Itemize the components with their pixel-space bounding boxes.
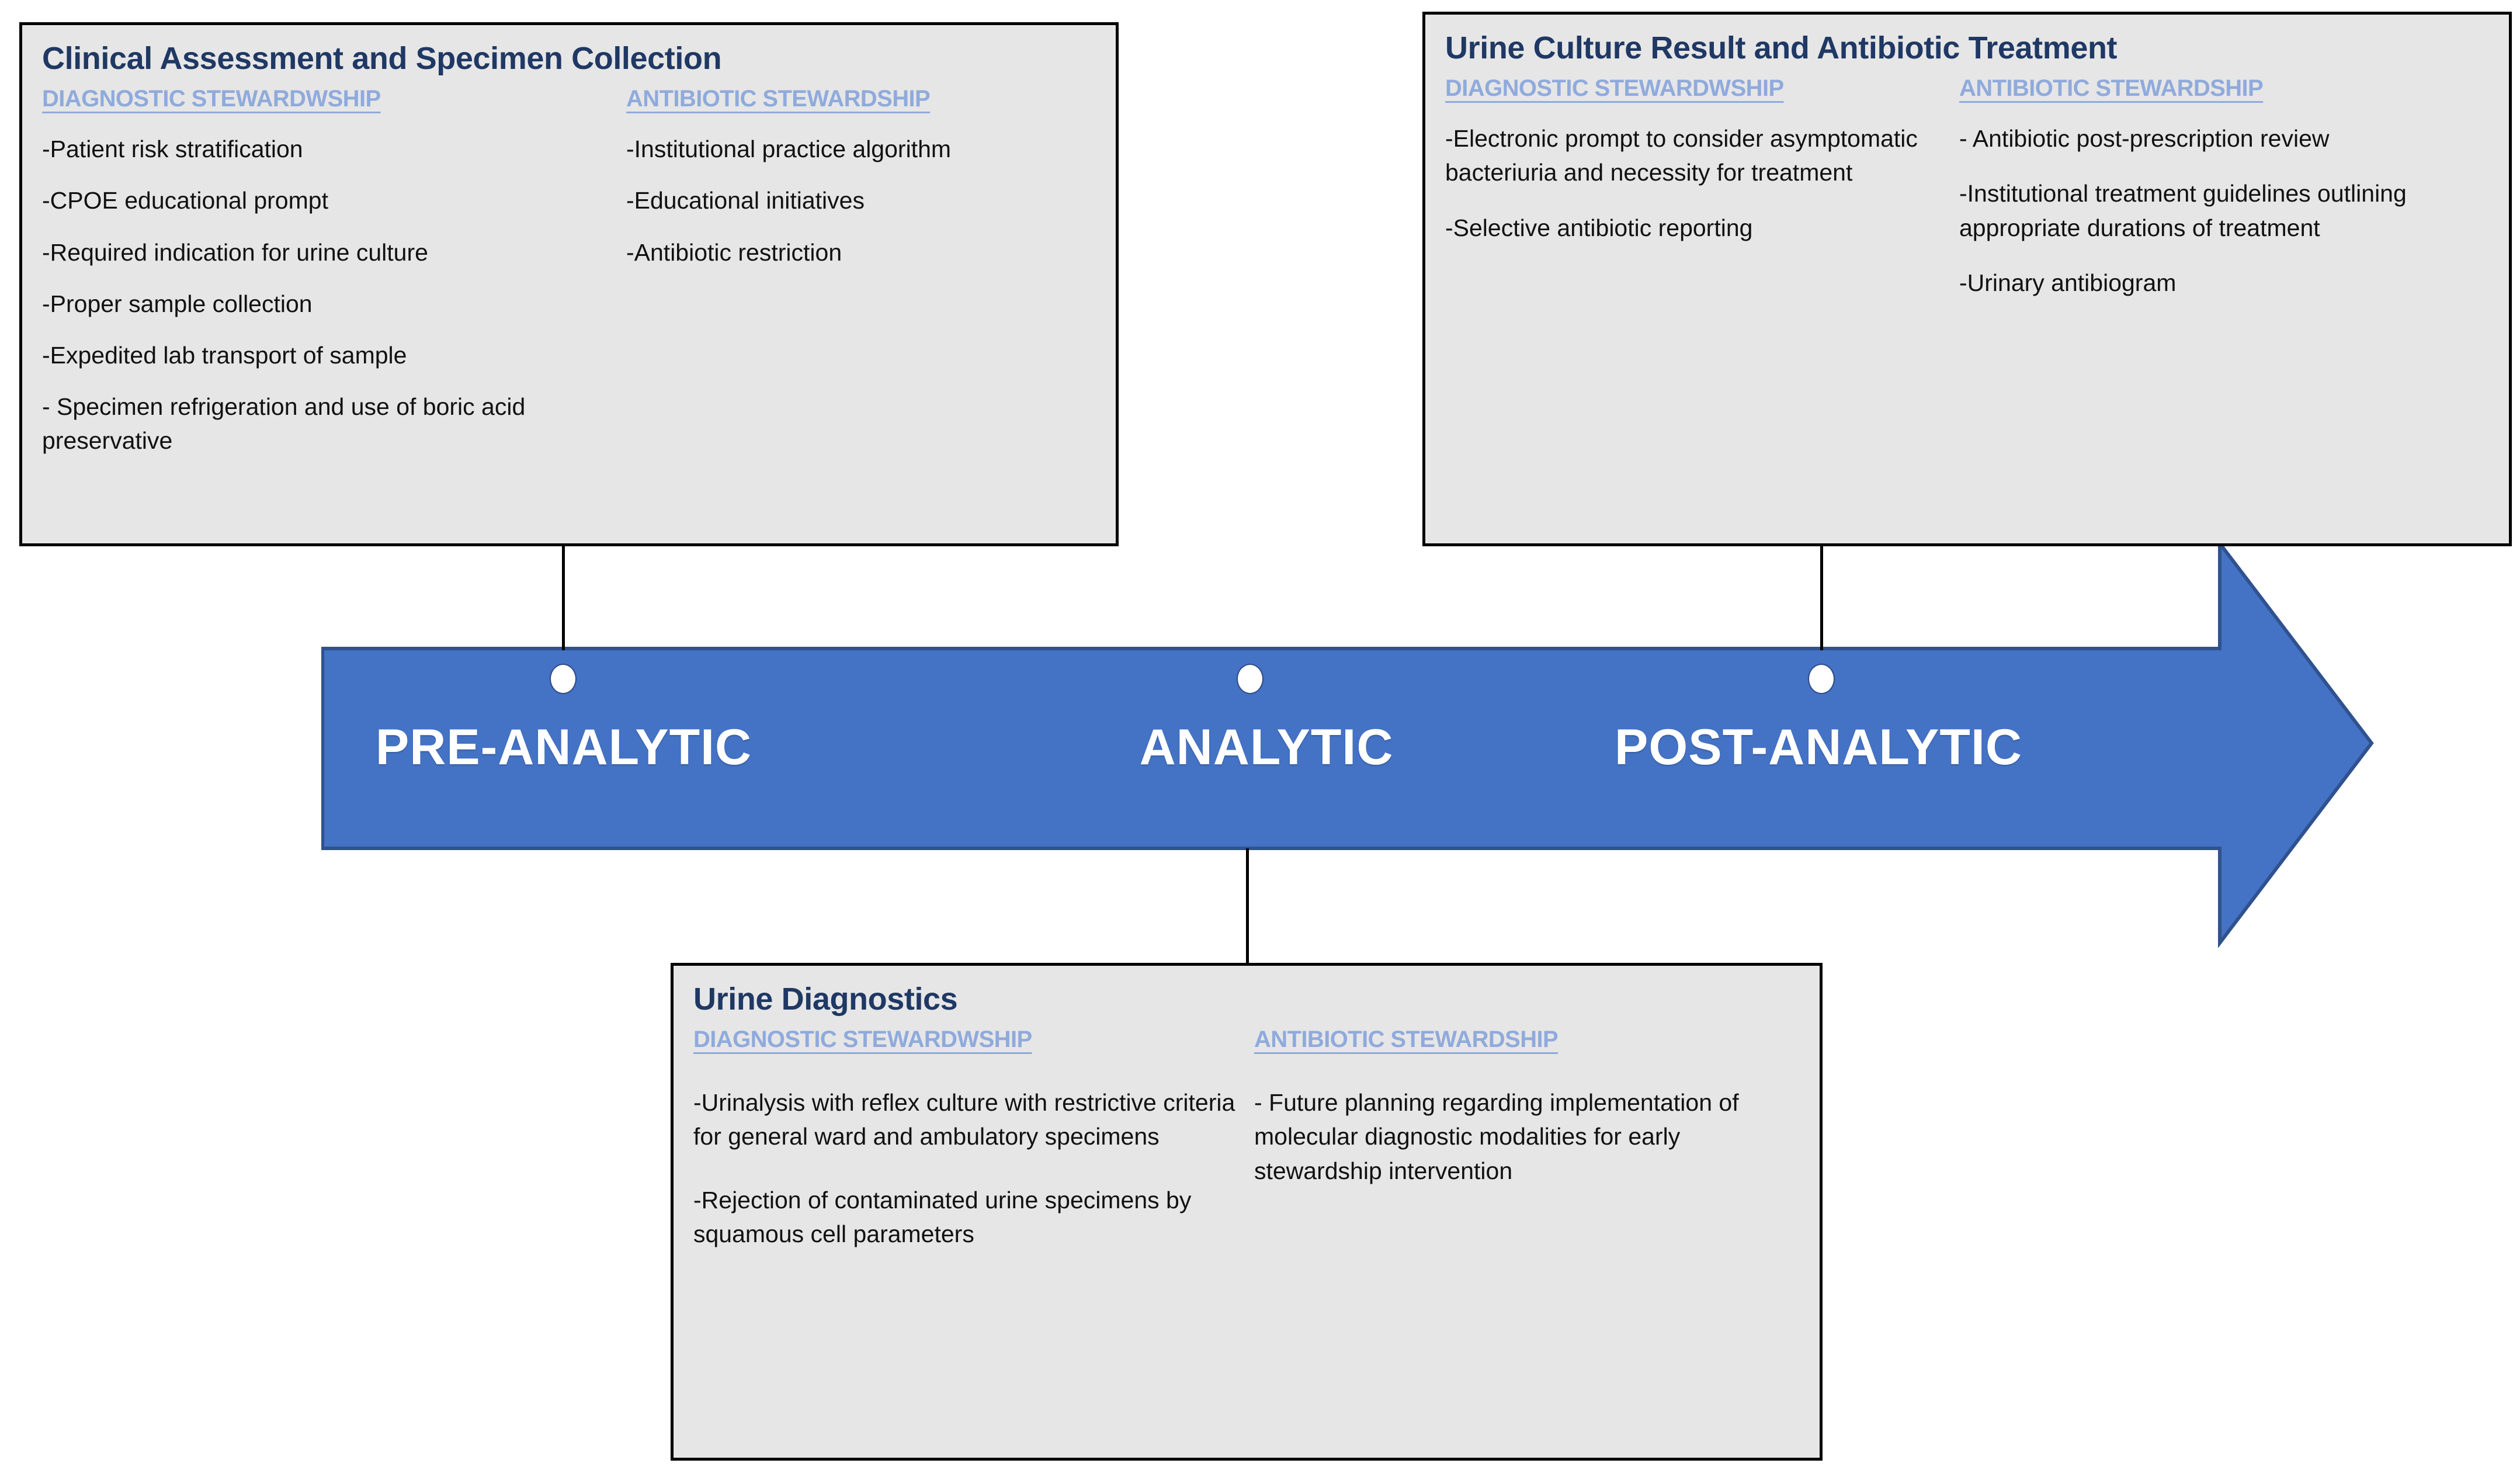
list-item: -Urinalysis with reflex culture with res… [693, 1089, 1235, 1150]
column-diagnostic-stewardship: DIAGNOSTIC STEWARDWSHIP -Urinalysis with… [693, 1027, 1254, 1280]
list-item: - Specimen refrigeration and use of bori… [42, 393, 526, 455]
stage-dot-pre-analytic [550, 664, 577, 694]
column-diagnostic-stewardship: DIAGNOSTIC STEWARDWSHIP -Electronic prom… [1445, 75, 1959, 266]
column-header-antibiotic-stewardship: ANTIBIOTIC STEWARDSHIP [1959, 75, 2264, 102]
list-item: - Future planning regarding implementati… [1254, 1089, 1739, 1184]
connector-line-analytic [1246, 848, 1249, 964]
stage-dot-post-analytic [1808, 664, 1835, 694]
stage-dot-analytic [1237, 664, 1264, 694]
list-item: -Institutional practice algorithm [626, 136, 952, 163]
box-clinical-assessment: Clinical Assessment and Specimen Collect… [19, 22, 1119, 546]
list-item: -Institutional treatment guidelines outl… [1959, 180, 2407, 241]
box-columns: DIAGNOSTIC STEWARDWSHIP -Urinalysis with… [693, 1027, 1800, 1280]
list-item: -Selective antibiotic reporting [1445, 214, 1753, 241]
list-item: -Required indication for urine culture [42, 238, 428, 266]
column-antibiotic-stewardship: ANTIBIOTIC STEWARDSHIP - Future planning… [1254, 1027, 1780, 1217]
box-columns: DIAGNOSTIC STEWARDWSHIP -Electronic prom… [1445, 75, 2489, 321]
arrow-polygon [321, 539, 2374, 948]
list-item: -Educational initiatives [626, 187, 865, 214]
stage-label-post-analytic: POST-ANALYTIC [1615, 719, 2022, 775]
column-header-diagnostic-stewardship: DIAGNOSTIC STEWARDWSHIP [1445, 75, 1784, 102]
column-diagnostic-stewardship: DIAGNOSTIC STEWARDWSHIP -Patient risk st… [42, 86, 626, 476]
stage-label-analytic: ANALYTIC [1139, 719, 1394, 775]
box-columns: DIAGNOSTIC STEWARDWSHIP -Patient risk st… [42, 86, 1096, 476]
box-title-urine-diagnostics: Urine Diagnostics [693, 982, 958, 1017]
bullet-list-diagnostic-stewardship: -Patient risk stratification -CPOE educa… [42, 132, 626, 458]
column-header-diagnostic-stewardship: DIAGNOSTIC STEWARDWSHIP [42, 86, 381, 112]
list-item: -Urinary antibiogram [1959, 269, 2177, 296]
bullet-list-antibiotic-stewardship: -Institutional practice algorithm -Educa… [626, 132, 1082, 269]
bullet-list-diagnostic-stewardship: -Urinalysis with reflex culture with res… [693, 1086, 1254, 1251]
bullet-list-antibiotic-stewardship: - Antibiotic post-prescription review -I… [1959, 122, 2473, 300]
column-antibiotic-stewardship: ANTIBIOTIC STEWARDSHIP - Antibiotic post… [1959, 75, 2473, 321]
arrow-shape [321, 539, 2374, 948]
box-urine-culture-result: Urine Culture Result and Antibiotic Trea… [1422, 12, 2512, 546]
timeline-arrow [321, 539, 2375, 948]
box-title-clinical-assessment: Clinical Assessment and Specimen Collect… [42, 41, 722, 76]
connector-line-post-analytic [1820, 546, 1823, 650]
list-item: -Electronic prompt to consider asymptoma… [1445, 125, 1918, 186]
list-item: -CPOE educational prompt [42, 187, 328, 214]
list-item: -Antibiotic restriction [626, 238, 842, 266]
bullet-list-antibiotic-stewardship: - Future planning regarding implementati… [1254, 1086, 1780, 1188]
connector-line-pre-analytic [562, 546, 565, 650]
list-item: -Expedited lab transport of sample [42, 341, 407, 369]
list-item: -Rejection of contaminated urine specime… [693, 1186, 1192, 1247]
box-title-urine-culture-result: Urine Culture Result and Antibiotic Trea… [1445, 30, 2118, 65]
box-urine-diagnostics: Urine Diagnostics DIAGNOSTIC STEWARDWSHI… [671, 963, 1823, 1461]
stage-label-pre-analytic: PRE-ANALYTIC [375, 719, 752, 775]
column-antibiotic-stewardship: ANTIBIOTIC STEWARDSHIP -Institutional pr… [626, 86, 1082, 287]
column-header-antibiotic-stewardship: ANTIBIOTIC STEWARDSHIP [626, 86, 931, 112]
column-header-diagnostic-stewardship: DIAGNOSTIC STEWARDWSHIP [693, 1027, 1032, 1053]
list-item: -Patient risk stratification [42, 136, 303, 163]
column-header-antibiotic-stewardship: ANTIBIOTIC STEWARDSHIP [1254, 1027, 1558, 1053]
bullet-list-diagnostic-stewardship: -Electronic prompt to consider asymptoma… [1445, 122, 1959, 245]
list-item: - Antibiotic post-prescription review [1959, 125, 2330, 152]
list-item: -Proper sample collection [42, 290, 313, 317]
